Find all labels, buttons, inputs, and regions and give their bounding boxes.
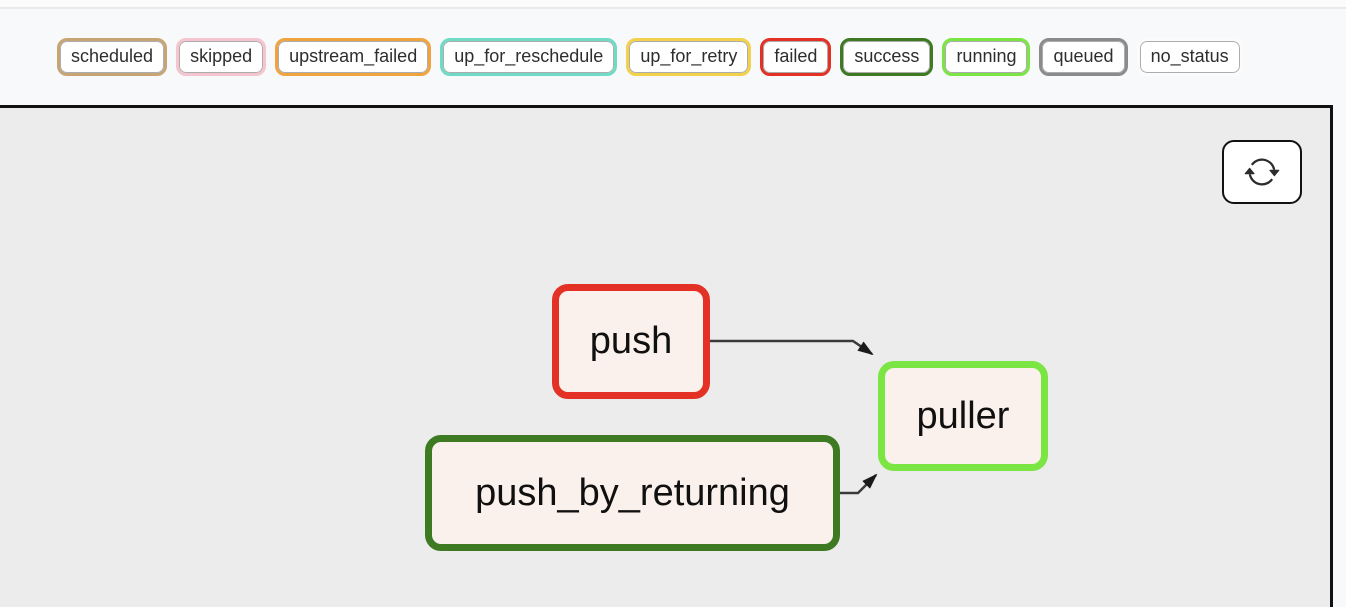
task-node-puller-label: puller: [916, 394, 1010, 437]
refresh-icon: [1244, 154, 1280, 190]
legend-badge-up_for_reschedule: up_for_reschedule: [440, 38, 618, 76]
legend-badge-running: running: [942, 38, 1031, 76]
task-node-push-by-returning[interactable]: push_by_returning: [425, 435, 840, 551]
dag-graph-canvas[interactable]: push puller push_by_returning: [0, 105, 1333, 607]
legend-badge-queued: queued: [1039, 38, 1128, 76]
refresh-button[interactable]: [1222, 140, 1302, 204]
legend-badge-scheduled: scheduled: [57, 38, 168, 76]
task-node-puller[interactable]: puller: [878, 361, 1048, 471]
legend-badge-success: success: [840, 38, 934, 76]
task-node-push-label: push: [589, 320, 673, 362]
task-node-push-by-returning-label: push_by_returning: [475, 471, 790, 514]
top-strip: [0, 0, 1346, 9]
task-node-push[interactable]: push: [552, 284, 710, 399]
edge-push-to-puller: [710, 339, 874, 356]
edge-push-by-returning-to-puller: [840, 473, 878, 495]
legend-badge-upstream_failed: upstream_failed: [275, 38, 432, 76]
legend-badge-up_for_retry: up_for_retry: [626, 38, 752, 76]
legend-badge-no_status: no_status: [1136, 38, 1243, 76]
legend-badge-failed: failed: [760, 38, 832, 76]
legend-badge-skipped: skipped: [176, 38, 267, 76]
